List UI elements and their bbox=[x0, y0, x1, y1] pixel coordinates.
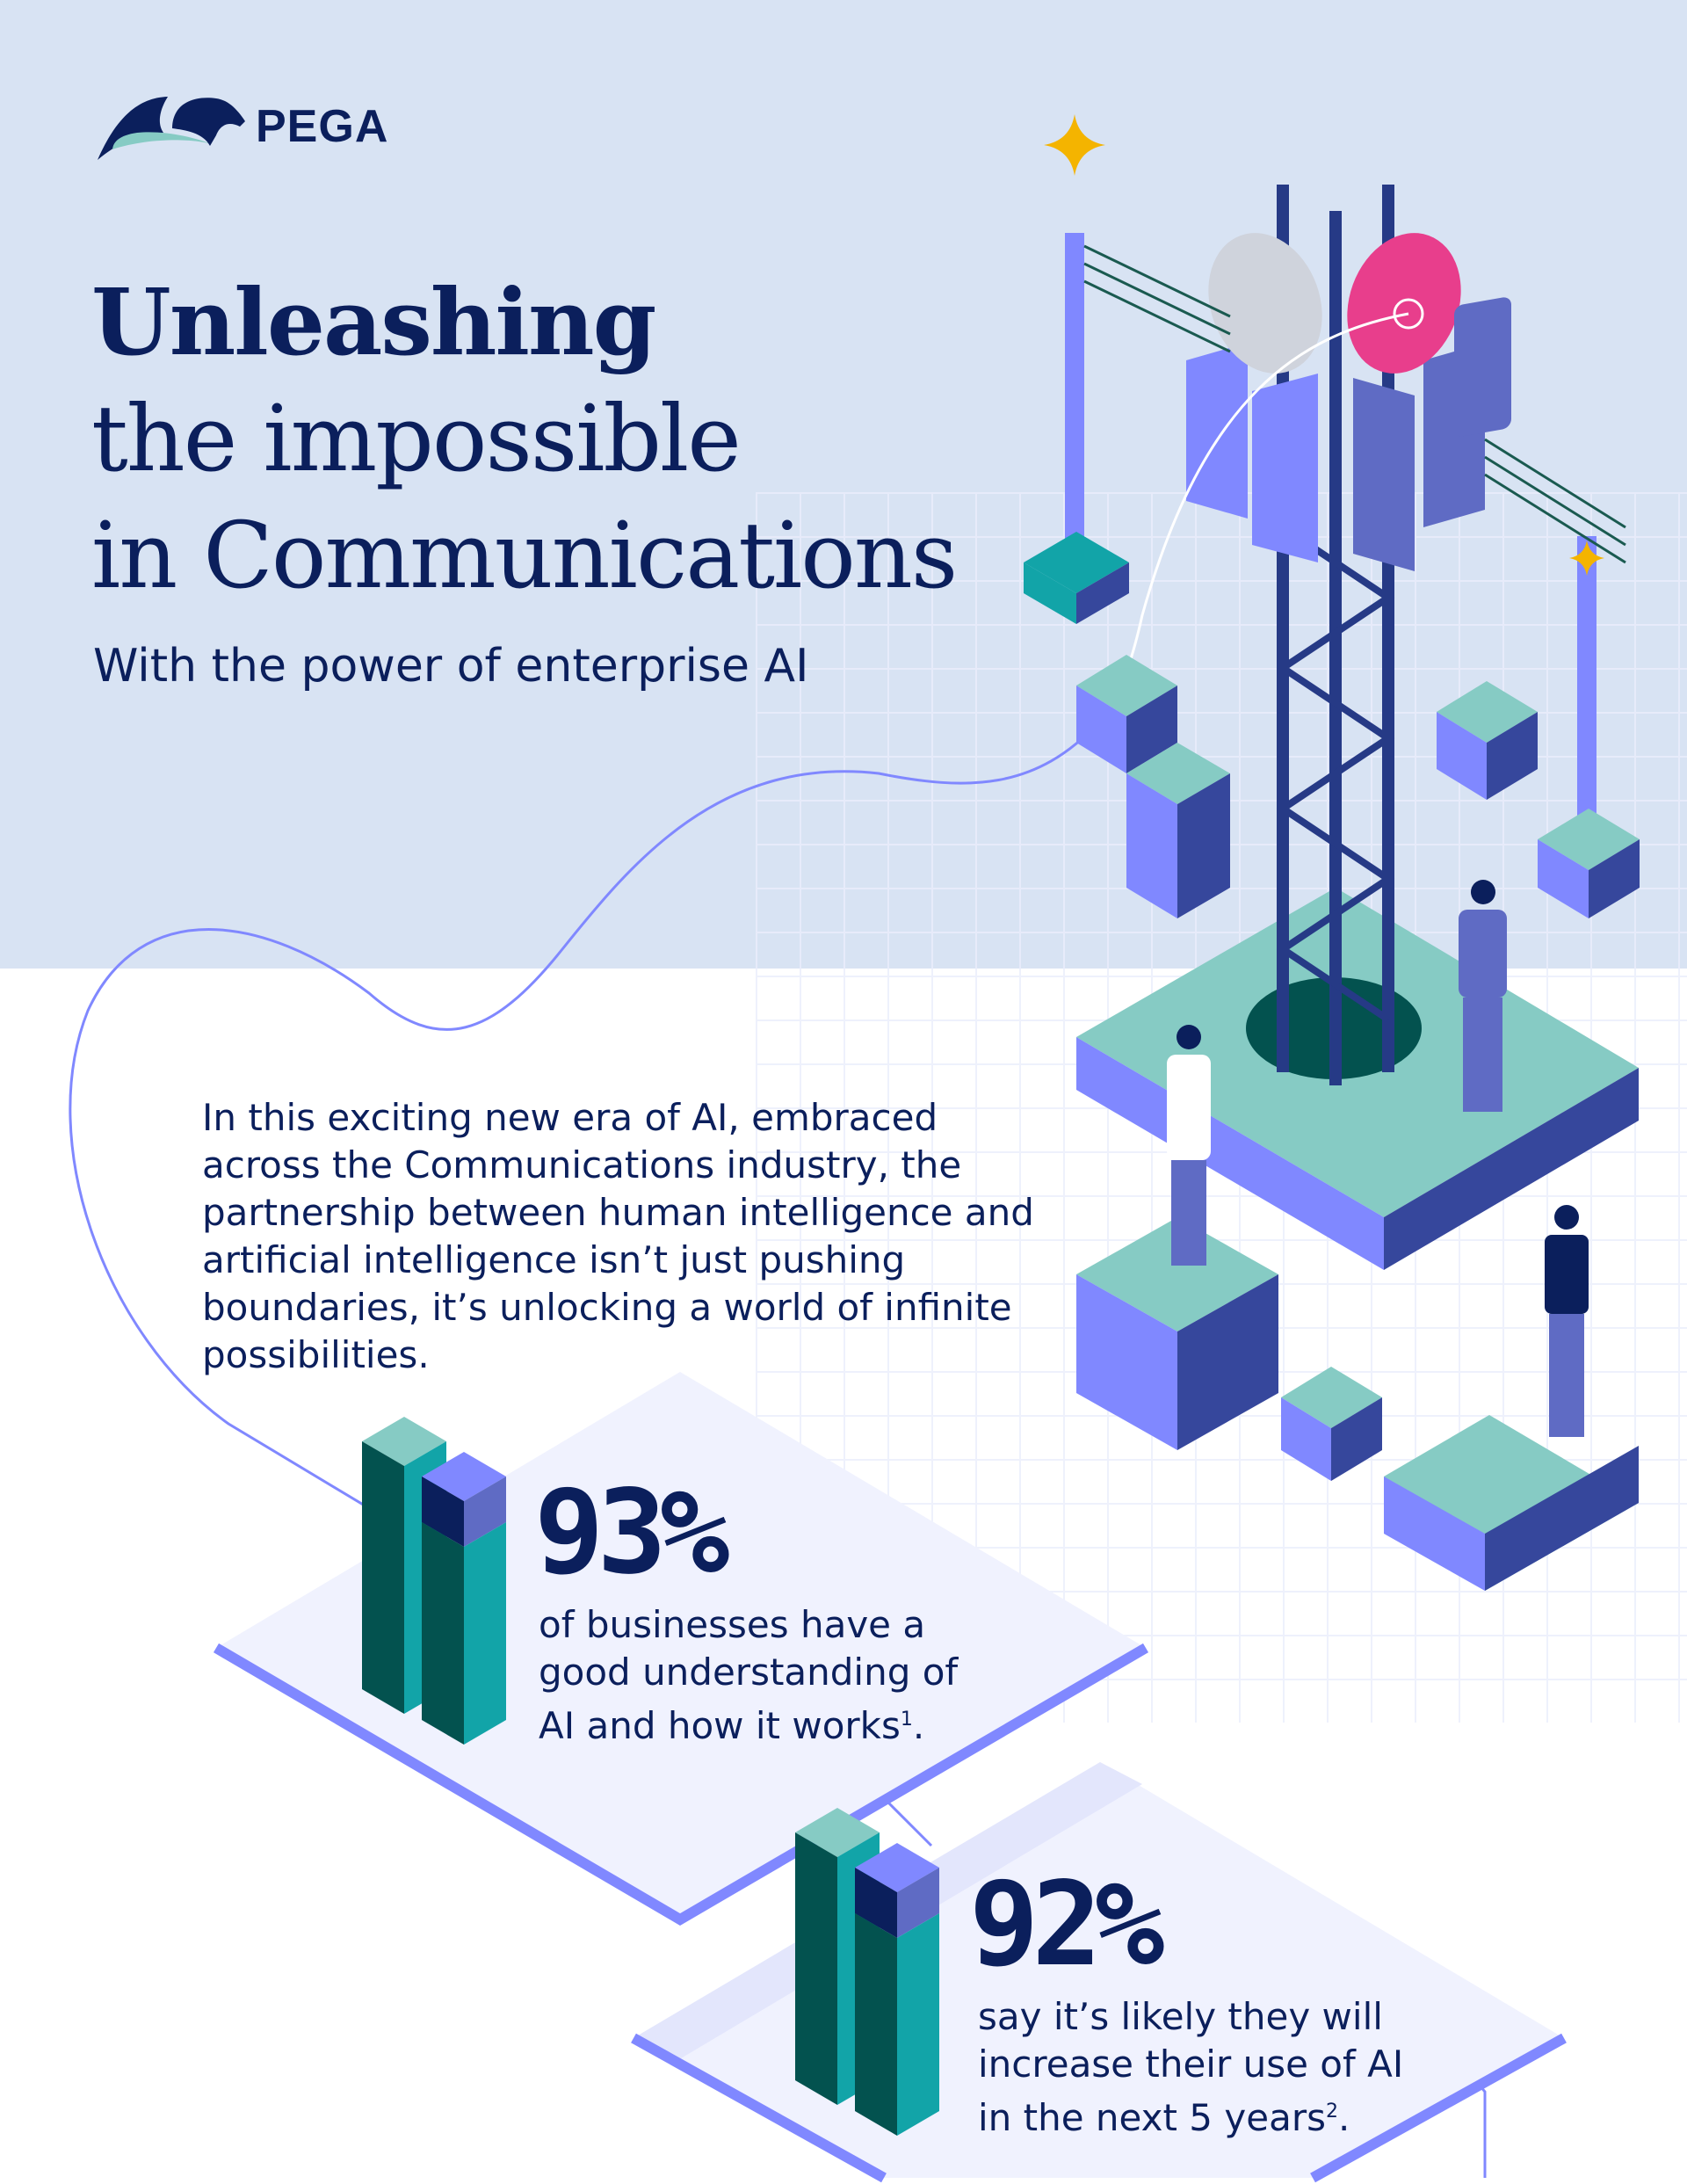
stat-text-2: say it’s likely they will increase their… bbox=[978, 1995, 1404, 2139]
stat-text-1: of businesses have a good understanding … bbox=[539, 1603, 959, 1747]
footnote-1: 1 bbox=[900, 1709, 913, 1731]
sparkle-icon bbox=[1569, 541, 1604, 576]
satellite-dish-gray bbox=[1208, 233, 1322, 374]
floating-cubes bbox=[1024, 532, 1640, 1591]
footnote-2: 2 bbox=[1325, 2101, 1338, 2122]
page-title: Unleashing the impossible in Communicati… bbox=[91, 264, 958, 614]
stat-description-1: of businesses have a good understanding … bbox=[539, 1603, 959, 1747]
title-line-2: the impossible bbox=[91, 385, 742, 492]
title-line-3: in Communications bbox=[91, 502, 958, 609]
tower-platform bbox=[1076, 888, 1639, 1270]
stat-platform-1 bbox=[213, 1372, 1149, 1926]
pegasus-logo-icon bbox=[98, 97, 245, 160]
intro-paragraph: In this exciting new era of AI, embraced… bbox=[202, 1096, 1034, 1376]
sparkle-icon bbox=[1044, 114, 1105, 176]
subtitle: With the power of enterprise AI bbox=[93, 640, 809, 693]
phone-icon bbox=[1454, 297, 1511, 437]
bar-stack-2 bbox=[795, 1808, 939, 2136]
stat-value-2: 92% bbox=[969, 1857, 1164, 1992]
utility-poles bbox=[1065, 233, 1626, 844]
person-figures bbox=[1167, 880, 1589, 1437]
title-line-1: Unleashing bbox=[91, 268, 656, 376]
pega-logo: PEGA bbox=[98, 93, 388, 160]
flow-line bbox=[69, 719, 1102, 1584]
stat-description-2: say it’s likely they will increase their… bbox=[978, 1995, 1404, 2139]
bar-stack-1 bbox=[362, 1417, 506, 1745]
brand-name: PEGA bbox=[256, 101, 389, 152]
satellite-dish-pink bbox=[1347, 233, 1461, 374]
signal-ring-icon bbox=[1393, 298, 1424, 330]
stat-value-1: 93% bbox=[534, 1465, 729, 1600]
